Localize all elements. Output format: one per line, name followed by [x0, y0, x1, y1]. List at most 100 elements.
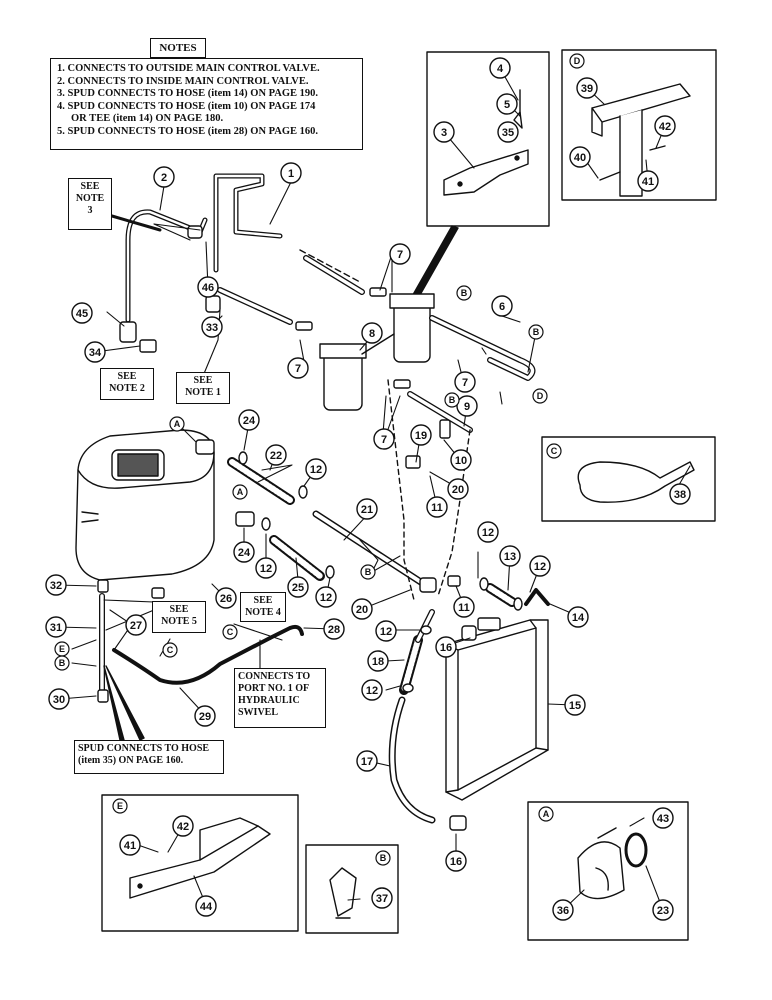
part-bubbles [45, 57, 691, 921]
part-label: 4 [497, 63, 504, 75]
part-label: 7 [462, 377, 468, 389]
detail-letter: B [533, 327, 540, 337]
part-label: 14 [572, 612, 585, 624]
part-label: 38 [674, 489, 686, 501]
part-label: 42 [177, 821, 189, 833]
part-label: 45 [76, 308, 88, 320]
detail-box-a [527, 801, 689, 941]
part-label: 5 [504, 99, 510, 111]
part-label: 41 [124, 840, 136, 852]
note-2: 2. CONNECTS TO INSIDE MAIN CONTROL VALVE… [57, 75, 309, 87]
part-label: 6 [499, 301, 505, 313]
part-label: 19 [415, 430, 427, 442]
part-label: 41 [642, 176, 654, 188]
part-label: 2 [161, 172, 167, 184]
note-1: 1. CONNECTS TO OUTSIDE MAIN CONTROL VALV… [57, 63, 320, 74]
bracket-leader [409, 225, 459, 303]
part-label: 7 [381, 434, 387, 446]
detail-letter: D [574, 56, 581, 66]
part-label: 16 [440, 642, 452, 654]
detail-letter: B [449, 395, 456, 405]
note-4: 4. SPUD CONNECTS TO HOSE (item 10) ON PA… [57, 100, 316, 112]
part-label: 20 [452, 484, 464, 496]
part-label: 24 [238, 547, 251, 559]
filter-bracket [443, 149, 529, 196]
detail-letter: C [167, 645, 174, 655]
detail-box-filter-bracket [426, 51, 550, 227]
note-5: 5. SPUD CONNECTS TO HOSE (item 28) ON PA… [57, 125, 319, 137]
detail-letter: B [461, 288, 468, 298]
part-label: 7 [397, 249, 403, 261]
b-clamp [329, 867, 357, 917]
part-label: 35 [502, 127, 514, 139]
detail-letter: A [174, 419, 181, 429]
part-label: 21 [361, 504, 373, 516]
part-label: 22 [270, 450, 282, 462]
part-label: 10 [455, 455, 467, 467]
part-label: 42 [659, 121, 671, 133]
detail-letter: E [59, 644, 65, 654]
part-label: 26 [220, 593, 232, 605]
detail-letter: B [380, 853, 387, 863]
part-label: 39 [581, 83, 593, 95]
part-label: 12 [320, 592, 332, 604]
part-label: 8 [369, 328, 375, 340]
detail-box-e [101, 794, 299, 932]
detail-letter: D [537, 391, 544, 401]
part-label: 16 [450, 856, 462, 868]
part-label: 31 [50, 622, 62, 634]
detail-letter: B [59, 658, 66, 668]
note-4-cont: OR TEE (item 14) ON PAGE 180. [71, 113, 224, 124]
part-label: 23 [657, 905, 669, 917]
part-label: 40 [574, 152, 586, 164]
detail-letter: A [237, 487, 244, 497]
part-label: 43 [657, 813, 669, 825]
part-label: 25 [292, 582, 304, 594]
spud-leader [103, 665, 145, 741]
part-label: 7 [295, 363, 301, 375]
detail-box-d [561, 49, 717, 201]
note-3: 3. SPUD CONNECTS TO HOSE (item 14) ON PA… [57, 88, 319, 99]
part-label: 11 [458, 602, 470, 614]
part-label: 9 [464, 401, 470, 413]
part-label: 3 [441, 127, 447, 139]
part-label: 12 [366, 685, 378, 697]
part-label: 27 [130, 620, 142, 632]
part-label: 30 [53, 694, 65, 706]
part-label: 46 [202, 282, 214, 294]
part-label: 12 [260, 563, 272, 575]
detail-box-b [305, 844, 399, 934]
detail-letter: A [543, 809, 550, 819]
filter-head [393, 299, 431, 363]
letter-bubbles [54, 53, 585, 866]
notes-box: 1. CONNECTS TO OUTSIDE MAIN CONTROL VALV… [50, 58, 363, 150]
part-label: 28 [328, 624, 340, 636]
part-label: 11 [431, 502, 443, 514]
spud-note: SPUD CONNECTS TO HOSE(item 35) ON PAGE 1… [74, 740, 224, 774]
hose-29 [112, 636, 272, 685]
detail-letter: C [227, 627, 234, 637]
notes-title: NOTES [150, 38, 206, 58]
detail-letter: B [365, 567, 372, 577]
tube-28 [268, 624, 304, 640]
part-label: 44 [200, 901, 213, 913]
part-label: 1 [288, 168, 294, 180]
detail-letter: C [551, 446, 558, 456]
detail-letter: E [117, 801, 123, 811]
part-label: 12 [534, 561, 546, 573]
part-label: 36 [557, 905, 569, 917]
small-fittings [97, 225, 523, 831]
d-bracket [591, 83, 691, 137]
part-label: 34 [89, 347, 102, 359]
oil-cooler [445, 619, 549, 801]
part-label: 18 [372, 656, 384, 668]
part-label: 29 [199, 711, 211, 723]
part-label: 37 [376, 893, 388, 905]
part-label: 12 [380, 626, 392, 638]
part-label: 13 [504, 551, 516, 563]
part-label: 33 [206, 322, 218, 334]
